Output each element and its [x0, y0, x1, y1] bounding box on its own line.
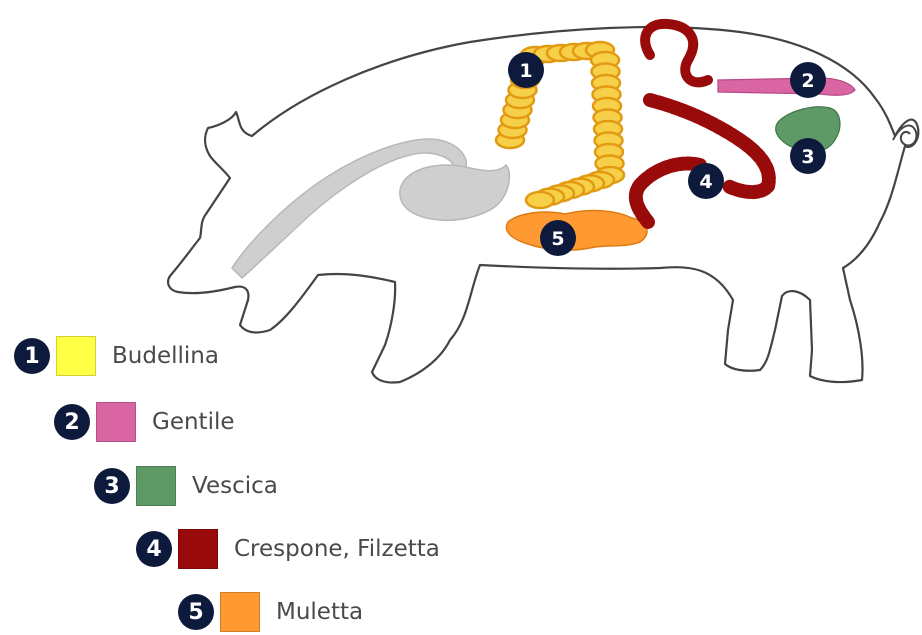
legend-number-badge: 2 [54, 404, 90, 440]
legend-swatch-yellow [56, 336, 96, 376]
diagram-badge-5: 5 [540, 220, 576, 256]
legend-item-crespone: 4 Crespone, Filzetta [136, 527, 440, 571]
diagram-badge-3: 3 [790, 138, 826, 174]
legend-swatch-pink [96, 402, 136, 442]
legend-number-badge: 4 [136, 531, 172, 567]
intestine-coil [526, 192, 554, 208]
gentile-organ [718, 78, 855, 95]
svg-text:4: 4 [699, 171, 712, 193]
legend-item-vescica: 3 Vescica [94, 464, 278, 508]
legend-item-gentile: 2 Gentile [54, 400, 235, 444]
diagram-badge-2: 2 [790, 62, 826, 98]
diagram-badge-1: 1 [508, 52, 544, 88]
muletta-organ [506, 211, 647, 251]
svg-text:1: 1 [519, 60, 532, 82]
legend-number-badge: 3 [94, 468, 130, 504]
legend-swatch-orange [220, 592, 260, 632]
legend-number-badge: 5 [178, 594, 214, 630]
legend-label: Crespone, Filzetta [234, 536, 440, 562]
legend-label: Gentile [152, 409, 235, 435]
legend-item-muletta: 5 Muletta [178, 590, 363, 634]
legend-item-budellina: 1 Budellina [14, 334, 219, 378]
legend-swatch-red [178, 529, 218, 569]
svg-text:5: 5 [551, 228, 564, 250]
legend-swatch-green [136, 466, 176, 506]
legend-number-badge: 1 [14, 338, 50, 374]
legend-label: Budellina [112, 343, 219, 369]
legend-label: Vescica [192, 473, 278, 499]
legend-label: Muletta [276, 599, 363, 625]
svg-text:2: 2 [801, 70, 814, 92]
svg-text:3: 3 [801, 146, 814, 168]
diagram-badge-4: 4 [688, 163, 724, 199]
